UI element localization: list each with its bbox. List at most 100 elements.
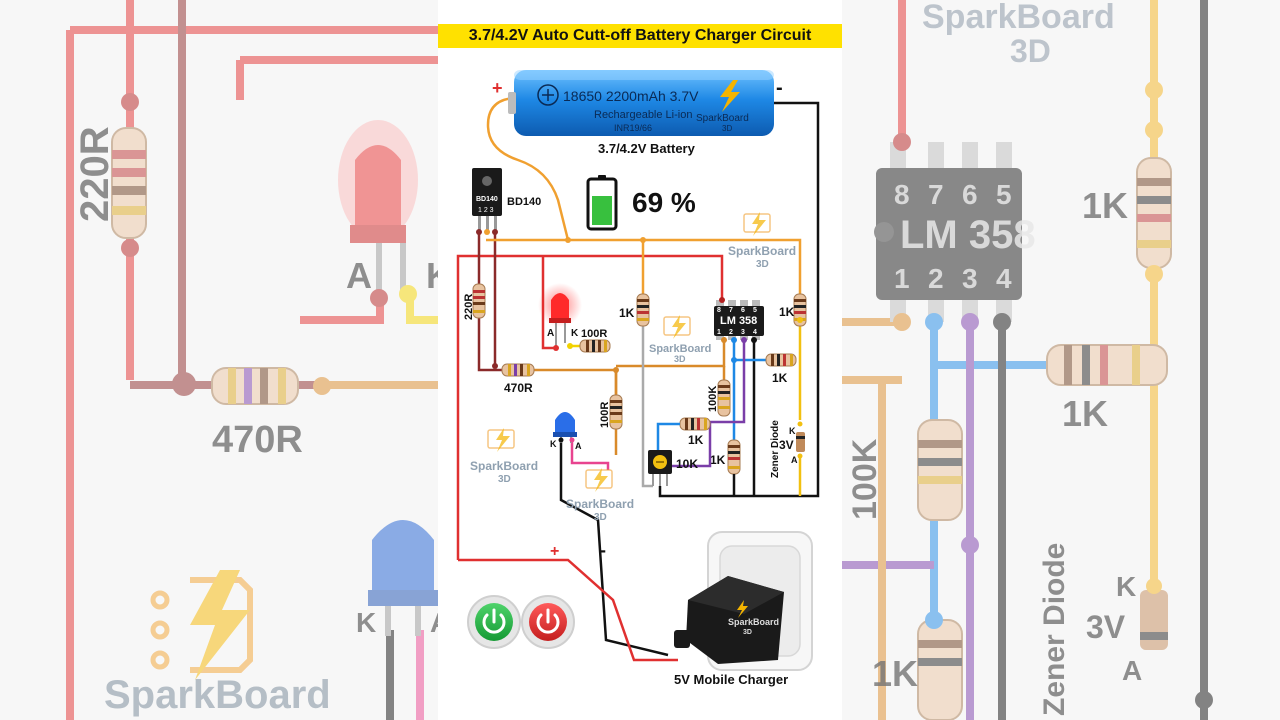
watermark-logo-1: [743, 212, 771, 236]
zener-label: Zener Diode: [770, 420, 781, 478]
resistor-1k-a: [636, 293, 650, 327]
ic-pin-1: 1: [717, 329, 721, 336]
power-off-button[interactable]: [521, 595, 575, 649]
charger-brand-sub: 3D: [743, 629, 752, 636]
battery-level-icon: [586, 175, 618, 231]
right-zener-value: 3V: [1086, 609, 1126, 645]
left-led-a: A: [346, 255, 372, 296]
transistor-body-label: BD140: [476, 196, 498, 203]
ic-pin-2: 2: [729, 329, 733, 336]
resistor-100r-vertical: [609, 394, 623, 430]
resistor-1k-e: [727, 439, 741, 475]
potentiometer-10k: [648, 450, 672, 486]
watermark-sub-4: 3D: [594, 512, 607, 523]
watermark-logo-2: [663, 315, 691, 339]
left-blue-k: K: [356, 607, 376, 638]
ic-pin-4: 4: [753, 329, 757, 336]
left-zoom-diagram: 220R 470R A K K A SparkBoard: [66, 0, 438, 720]
left-label-470r: 470R: [212, 419, 303, 461]
right-ic-name: LM 358: [900, 213, 1036, 257]
battery-level-fill: [592, 196, 612, 225]
label-1k-b: 1K: [779, 305, 795, 319]
label-100r-led: 100R: [581, 328, 607, 340]
watermark-logo-4: [585, 468, 613, 492]
ic-pin-8: 8: [717, 307, 721, 314]
blue-led: [553, 412, 577, 443]
charger-caption: 5V Mobile Charger: [674, 672, 788, 687]
transistor-bd140: [472, 168, 502, 235]
diagram-title: 3.7/4.2V Auto Cutt-off Battery Charger C…: [438, 24, 842, 48]
mobile-charger: [674, 531, 813, 671]
label-pot-10k: 10K: [676, 457, 698, 471]
left-zoom-panel: 220R 470R A K K A SparkBoard: [0, 0, 438, 720]
charger-minus-label: -: [600, 540, 606, 560]
charger-plus-label: +: [550, 543, 559, 560]
right-ic-pin-8: 8: [894, 179, 910, 210]
right-zener-a: A: [1122, 655, 1142, 686]
right-ic-pin-1: 1: [894, 263, 910, 294]
battery-caption: 3.7/4.2V Battery: [598, 141, 696, 156]
charger-brand-name: SparkBoard: [728, 617, 779, 627]
watermark-brand-3: SparkBoard: [470, 459, 538, 473]
right-ic-pin-2: 2: [928, 263, 944, 294]
watermark-sub-3: 3D: [498, 474, 511, 485]
battery-brand-sub: 3D: [722, 124, 732, 133]
label-1k-c: 1K: [772, 371, 788, 385]
left-led-k: K: [426, 255, 438, 296]
transistor-pin-numbers: 1 2 3: [478, 207, 494, 214]
watermark-sub-1: 3D: [756, 259, 769, 270]
right-zoom-panel: SparkBoard 3D 8 7 6 5 LM 358 1 2 3 4 1K …: [842, 0, 1280, 720]
label-100k: 100K: [707, 386, 719, 412]
resistor-220r: [472, 283, 486, 319]
watermark-brand-1: SparkBoard: [728, 244, 796, 258]
main-diagram-panel: 3.7/4.2V Auto Cutt-off Battery Charger C…: [438, 0, 842, 720]
charge-percent: 69 %: [632, 187, 696, 218]
battery-minus-label: -: [776, 77, 783, 99]
wire-charger-negative: [559, 440, 669, 657]
red-led-a: A: [547, 328, 554, 339]
transistor-label: BD140: [507, 196, 541, 208]
right-zener-k: K: [1116, 571, 1136, 602]
watermark-sub-2: 3D: [674, 354, 686, 364]
right-label-100k: 100K: [846, 438, 884, 520]
label-1k-a: 1K: [619, 306, 635, 320]
right-brand: SparkBoard: [922, 0, 1115, 36]
ic-pin-5: 5: [753, 307, 757, 314]
label-100r-vertical: 100R: [599, 402, 611, 428]
ic-lm358: [714, 297, 764, 343]
label-470r: 470R: [504, 381, 533, 395]
watermark-brand-2: SparkBoard: [649, 343, 711, 355]
right-ic-pin-7: 7: [928, 179, 944, 210]
resistor-100r-led: [579, 339, 611, 353]
zener-value: 3V: [779, 438, 794, 452]
wire-ground: [658, 101, 820, 498]
watermark-logo-3: [487, 428, 515, 452]
resistor-1k-c: [765, 353, 797, 367]
red-led-k: K: [571, 328, 579, 339]
right-label-1k-b: 1K: [1062, 393, 1108, 434]
battery-label-type: Rechargeable Li-ion: [594, 109, 692, 121]
right-ic-pin-4: 4: [996, 263, 1012, 294]
ic-pin-3: 3: [741, 329, 745, 336]
blue-led-k: K: [550, 439, 557, 449]
right-ic-pin-6: 6: [962, 179, 978, 210]
ic-name: LM 358: [720, 315, 757, 327]
right-ic-pin-3: 3: [962, 263, 978, 294]
power-on-button[interactable]: [467, 595, 521, 649]
wire-battery-positive: [486, 96, 570, 241]
left-brand: SparkBoard: [104, 673, 331, 717]
battery-plus-label: +: [492, 78, 503, 98]
right-zoom-diagram: SparkBoard 3D 8 7 6 5 LM 358 1 2 3 4 1K …: [842, 0, 1213, 720]
zener-a: A: [791, 455, 798, 465]
left-label-220r: 220R: [73, 126, 117, 222]
left-blue-a: A: [430, 607, 438, 638]
battery-18650: [508, 70, 774, 136]
label-220r: 220R: [463, 294, 475, 320]
zener-k: K: [789, 426, 796, 436]
resistor-1k-d: [679, 417, 711, 431]
battery-label-model: INR19/66: [614, 123, 652, 133]
right-ic-pin-5: 5: [996, 179, 1012, 210]
ic-pin-6: 6: [741, 307, 745, 314]
wire-positive-rail: [456, 254, 724, 560]
right-zener-label: Zener Diode: [1038, 543, 1071, 716]
